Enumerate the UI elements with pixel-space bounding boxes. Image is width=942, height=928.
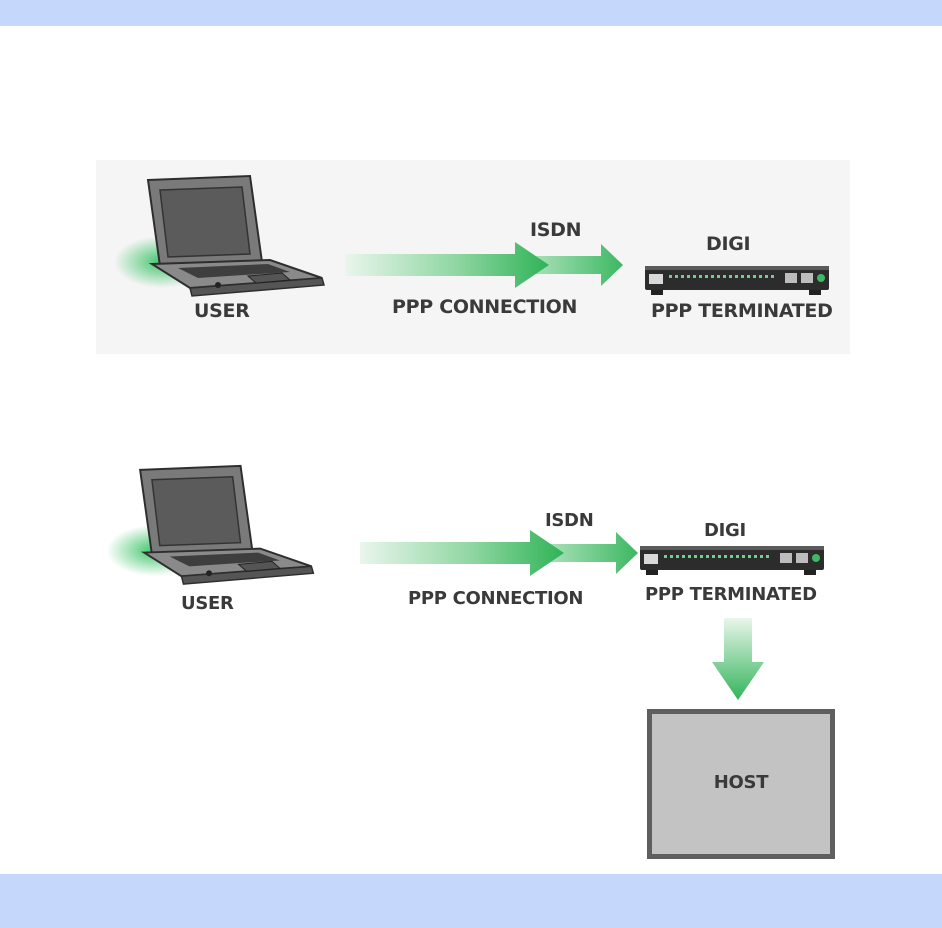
top-band <box>0 0 942 26</box>
arrow-right-icon <box>360 530 640 576</box>
laptop-icon <box>100 462 322 588</box>
user-label: USER <box>194 300 250 322</box>
arrow-down-icon <box>712 618 764 700</box>
digi-label: DIGI <box>704 520 746 541</box>
router-icon <box>645 264 833 298</box>
arrow-right-icon <box>345 242 625 288</box>
laptop-icon <box>110 172 330 300</box>
router-icon <box>640 544 828 578</box>
isdn-label: ISDN <box>530 219 581 241</box>
host-label: HOST <box>652 772 830 793</box>
isdn-label: ISDN <box>545 510 593 531</box>
host-box: HOST <box>647 709 835 859</box>
ppp-terminated-label: PPP TERMINATED <box>651 300 833 322</box>
digi-label: DIGI <box>706 233 750 255</box>
user-label: USER <box>181 593 234 614</box>
ppp-terminated-label: PPP TERMINATED <box>645 584 817 605</box>
ppp-connection-label: PPP CONNECTION <box>392 296 577 318</box>
bottom-band <box>0 874 942 928</box>
ppp-connection-label: PPP CONNECTION <box>408 588 583 609</box>
